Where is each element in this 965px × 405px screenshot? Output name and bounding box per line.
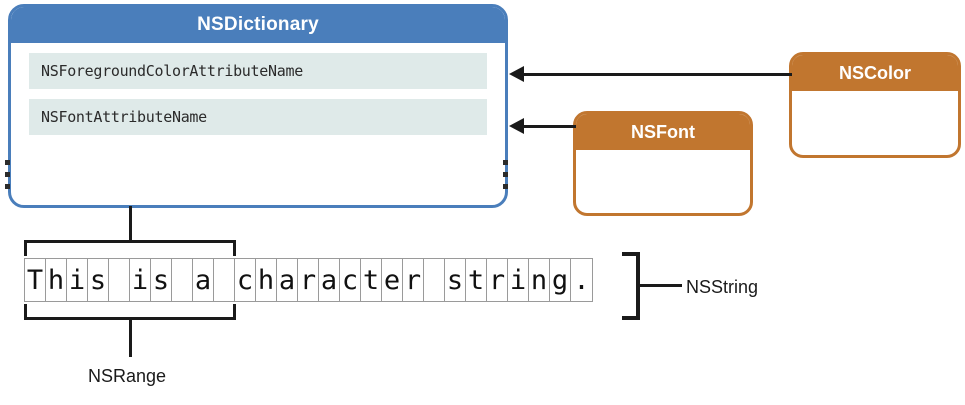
string-character-cell: r bbox=[403, 259, 424, 301]
arrow-nsfont-icon bbox=[509, 118, 524, 134]
string-character-cell: i bbox=[508, 259, 529, 301]
dictionary-ellipsis-right-icon bbox=[503, 160, 508, 196]
nsstring-bracket bbox=[622, 252, 640, 320]
string-character-cell: T bbox=[25, 259, 46, 301]
string-character-cell: . bbox=[573, 264, 590, 296]
string-character-cell: r bbox=[487, 259, 508, 301]
nsstring-label: NSString bbox=[686, 277, 759, 297]
nsfont-box: NSFont bbox=[573, 111, 753, 216]
string-character-cell: i bbox=[67, 259, 88, 301]
string-character-cell: s bbox=[151, 259, 172, 301]
range-bracket-top bbox=[24, 240, 236, 256]
nscolor-box: NSColor bbox=[789, 52, 961, 158]
string-character-cell: h bbox=[46, 259, 67, 301]
connector-nscolor-to-row bbox=[524, 73, 792, 76]
string-character-cell: a bbox=[193, 259, 214, 301]
string-character-cell: r bbox=[298, 259, 319, 301]
arrow-nscolor-icon bbox=[509, 66, 524, 82]
nsdictionary-title: NSDictionary bbox=[11, 7, 505, 43]
string-character-cell: e bbox=[382, 259, 403, 301]
string-character-cell bbox=[424, 259, 445, 301]
string-character-cell: c bbox=[235, 259, 256, 301]
string-character-cell bbox=[109, 259, 130, 301]
dictionary-ellipsis-left-icon bbox=[5, 160, 10, 196]
dictionary-row: NSFontAttributeName bbox=[29, 99, 487, 135]
string-character-cell bbox=[214, 259, 235, 301]
string-character-cell: a bbox=[277, 259, 298, 301]
range-bracket-bottom bbox=[24, 304, 236, 320]
string-character-cell bbox=[172, 259, 193, 301]
connector-range-to-label bbox=[129, 319, 132, 357]
connector-nsfont-to-row bbox=[524, 125, 576, 128]
nsdictionary-rows: NSForegroundColorAttributeName NSFontAtt… bbox=[11, 43, 505, 135]
dictionary-row: NSForegroundColorAttributeName bbox=[29, 53, 487, 89]
string-character-cell: h bbox=[256, 259, 277, 301]
connector-dictionary-to-range bbox=[129, 206, 132, 242]
string-character-cell: c bbox=[340, 259, 361, 301]
nsdictionary-box: NSDictionary NSForegroundColorAttributeN… bbox=[8, 4, 508, 208]
nsfont-title: NSFont bbox=[576, 114, 750, 150]
connector-string-to-label bbox=[640, 284, 682, 287]
nscolor-title: NSColor bbox=[792, 55, 958, 91]
string-character-cell: g bbox=[550, 259, 571, 301]
nsrange-label: NSRange bbox=[88, 366, 167, 386]
string-character-cell: i bbox=[130, 259, 151, 301]
string-character-cell: n bbox=[529, 259, 550, 301]
string-character-cell: s bbox=[88, 259, 109, 301]
string-character-cell: t bbox=[466, 259, 487, 301]
string-character-cell: s bbox=[445, 259, 466, 301]
string-character-cell: t bbox=[361, 259, 382, 301]
string-character-cell: a bbox=[319, 259, 340, 301]
